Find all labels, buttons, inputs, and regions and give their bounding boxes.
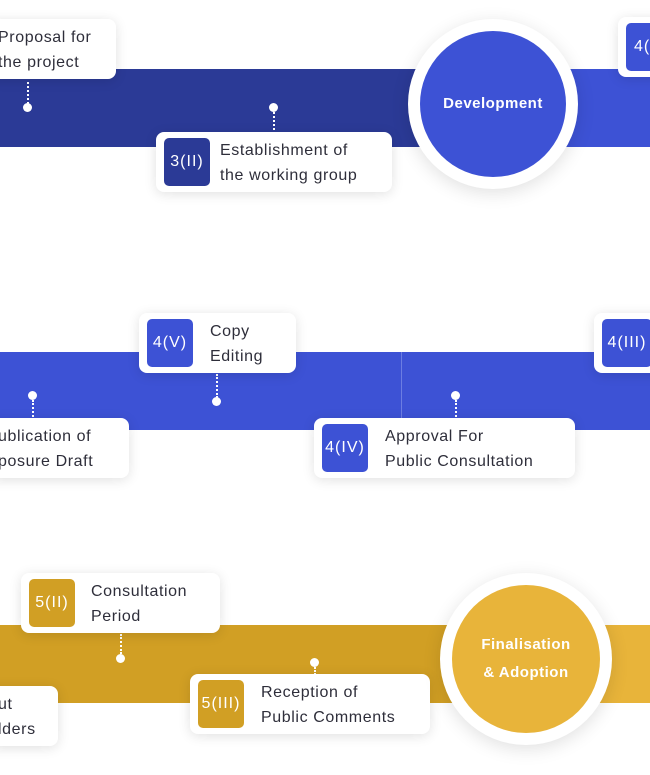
step-card-5-iii: 5(III) Reception of Public Comments — [190, 674, 430, 734]
step-code-badge: 3(II) — [164, 138, 210, 186]
phase-label-line1: Finalisation — [481, 636, 571, 653]
step-card-4-iii: 4(III) — [594, 313, 650, 373]
step-label-line2: posure Draft — [0, 453, 94, 470]
connector-dot — [310, 658, 319, 667]
phase-circle-finalisation: Finalisation & Adoption — [440, 573, 612, 745]
step-card-5-ii: 5(II) Consultation Period — [21, 573, 220, 633]
connector-dot — [269, 103, 278, 112]
connector-line — [314, 667, 316, 675]
step-label-line1: ut — [0, 696, 13, 713]
step-card-3-ii: 3(II) Establishment of the working group — [156, 132, 392, 192]
step-label-line1: Establishment of — [220, 142, 348, 159]
step-label-line1: Consultation — [91, 583, 188, 600]
step-label-line1: Proposal for — [0, 29, 92, 46]
step-code-badge: 4( — [626, 23, 650, 71]
step-label-line1: Approval For — [385, 428, 484, 445]
connector-line — [216, 374, 218, 398]
step-code-badge: 5(III) — [198, 680, 244, 728]
step-label-line1: Copy — [210, 323, 250, 340]
step-code-badge: 5(II) — [29, 579, 75, 627]
phase-label-finalisation: Finalisation & Adoption — [452, 585, 600, 733]
connector-line — [455, 400, 457, 420]
step-code-badge: 4(III) — [602, 319, 650, 367]
step-label-line2: Editing — [210, 348, 264, 365]
connector-dot — [451, 391, 460, 400]
step-label-line2: the working group — [220, 167, 358, 184]
phase-circle-development: Development — [408, 19, 578, 189]
step-card-proposal: Proposal for the project — [0, 19, 116, 79]
step-label-line2: the project — [0, 54, 80, 71]
phase-label-line2: & Adoption — [483, 664, 569, 681]
step-label-line1: ublication of — [0, 428, 92, 445]
step-card-input: ut lders — [0, 686, 58, 746]
phase-label-development: Development — [420, 31, 566, 177]
step-code-badge: 4(IV) — [322, 424, 368, 472]
connector-line — [273, 112, 275, 134]
step-card-4-iv: 4(IV) Approval For Public Consultation — [314, 418, 575, 478]
connector-line — [27, 82, 29, 104]
step-card-4-edge: 4( — [618, 17, 650, 77]
connector-dot — [23, 103, 32, 112]
step-card-4-v: 4(V) Copy Editing — [139, 313, 296, 373]
step-label-line1: Reception of — [261, 684, 359, 701]
connector-dot — [116, 654, 125, 663]
step-code-badge: 4(V) — [147, 319, 193, 367]
step-card-publication: ublication of posure Draft — [0, 418, 129, 478]
connector-line — [32, 400, 34, 420]
connector-line — [120, 634, 122, 654]
step-label-line2: Public Consultation — [385, 453, 534, 470]
step-label-line2: lders — [0, 721, 36, 738]
step-label-line2: Public Comments — [261, 709, 396, 726]
step-label-line2: Period — [91, 608, 141, 625]
connector-dot — [212, 397, 221, 406]
connector-dot — [28, 391, 37, 400]
